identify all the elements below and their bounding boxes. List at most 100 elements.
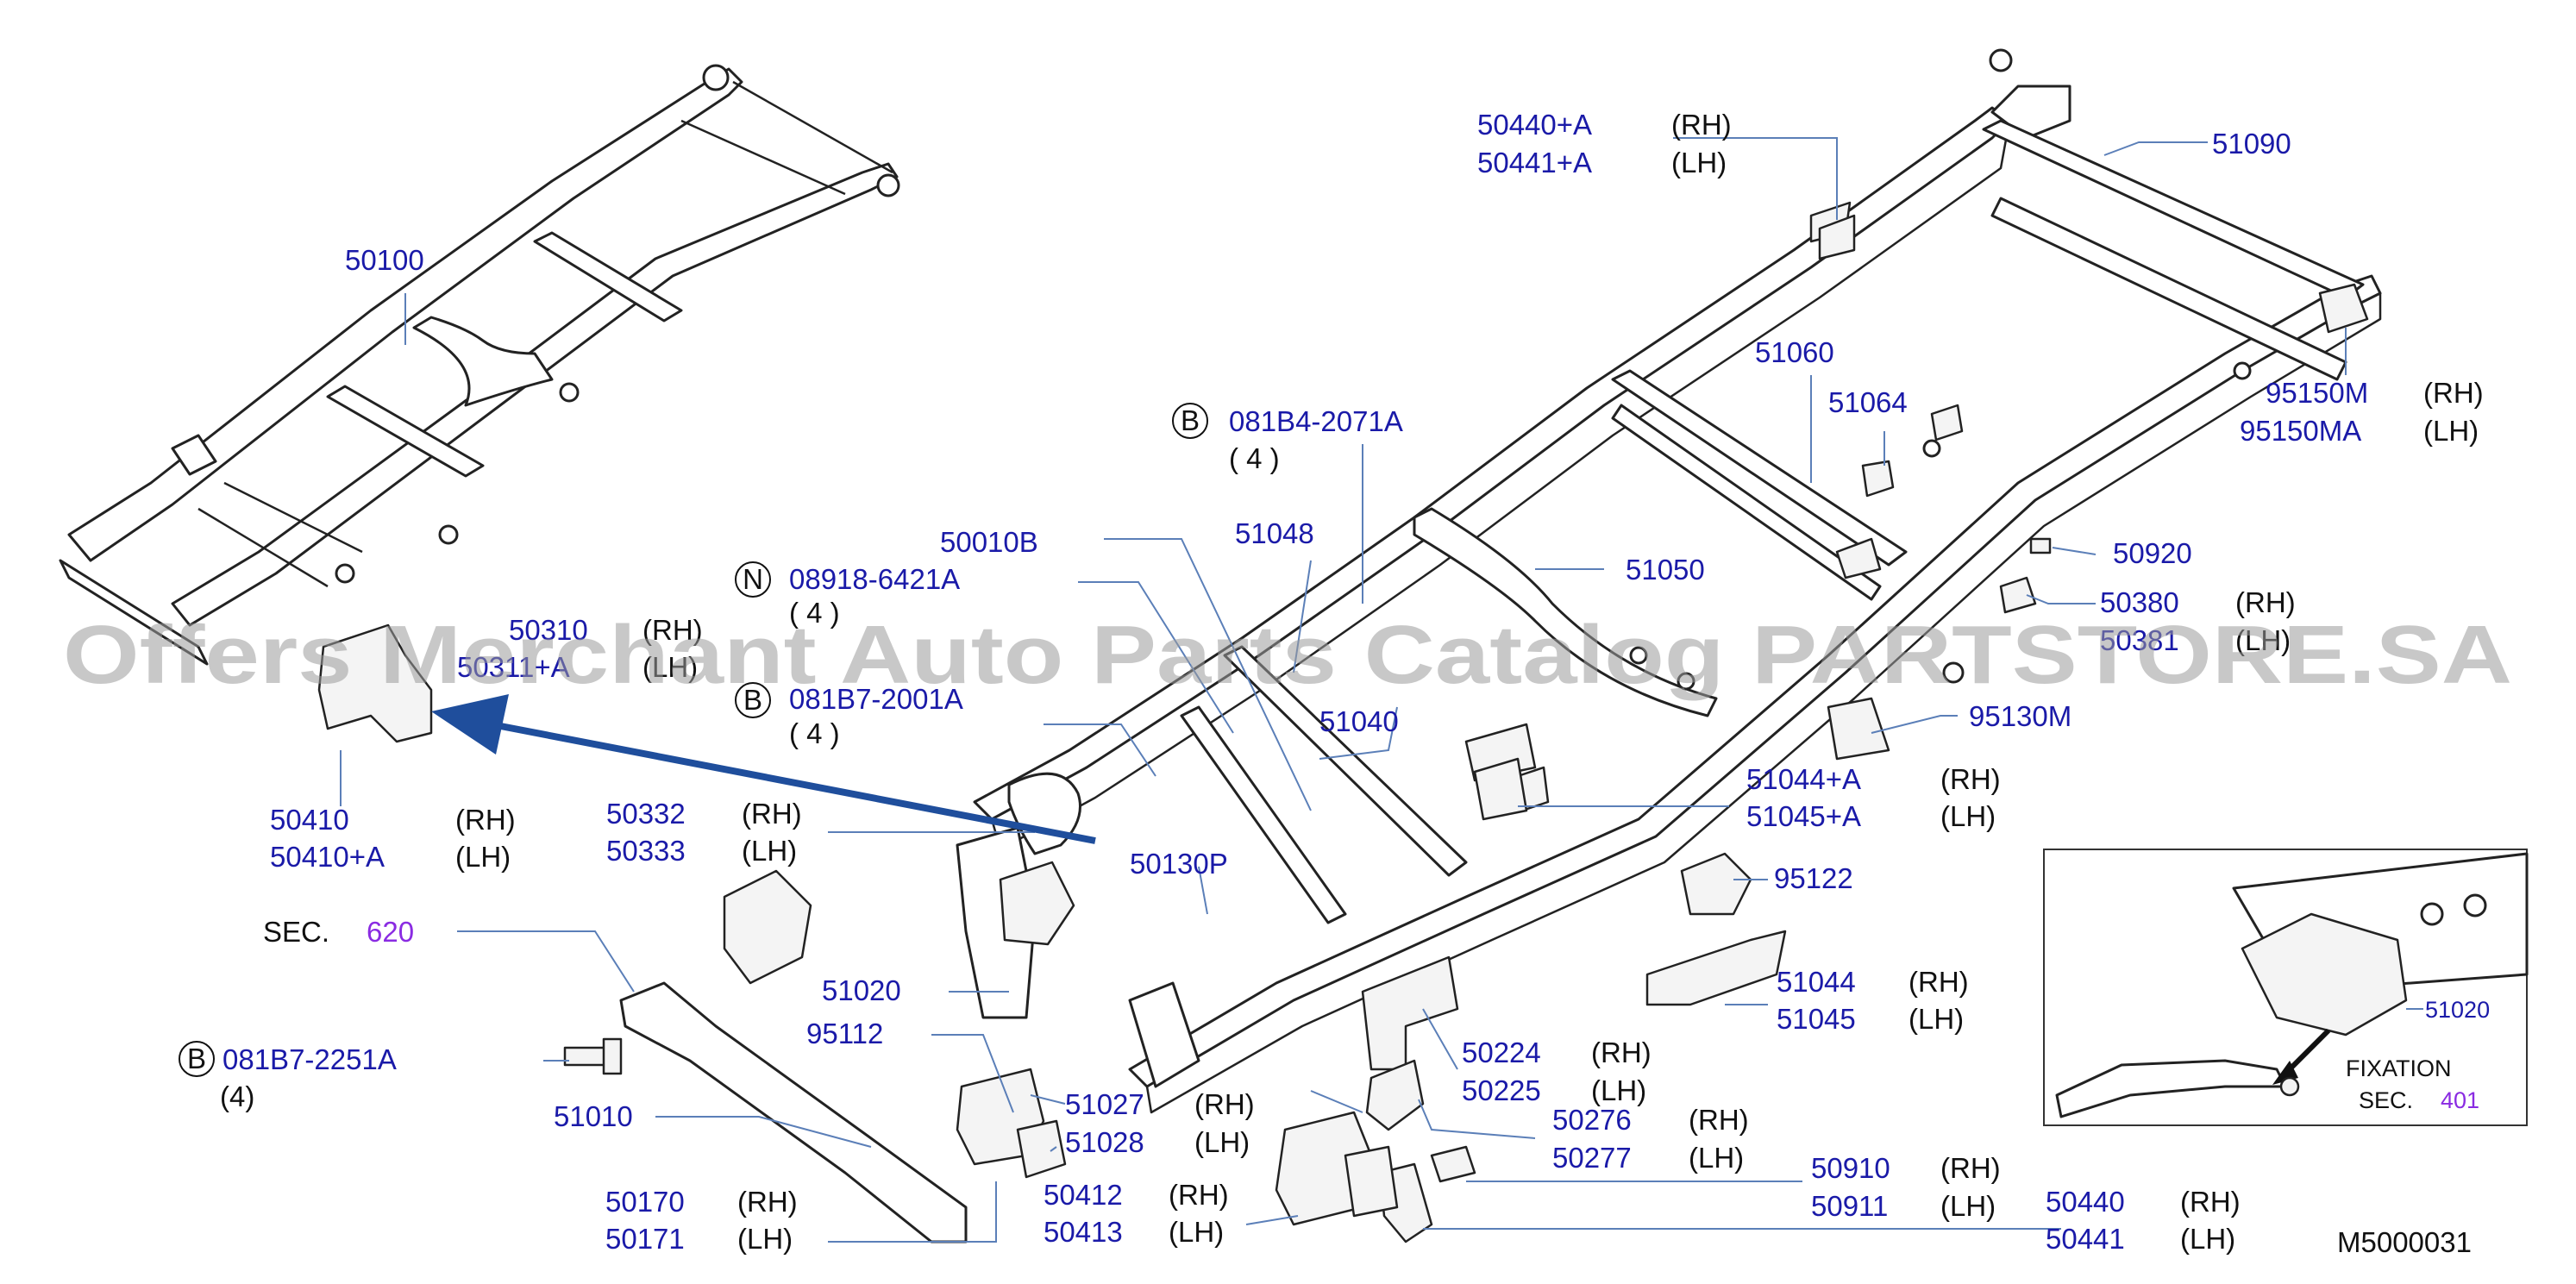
qty-081b7-2001a: ( 4 ): [789, 717, 840, 749]
qty-08918-6421a: ( 4 ): [789, 597, 840, 629]
circle-n-marker: N: [743, 563, 763, 595]
side-50332: (RH): [742, 798, 802, 830]
side-50412: (RH): [1169, 1179, 1229, 1211]
side-51045a: (LH): [1940, 800, 1996, 832]
overview-frame-drawing: [59, 64, 900, 666]
label-50380[interactable]: 50380: [2100, 586, 2179, 618]
side-50225: (LH): [1591, 1074, 1646, 1106]
label-50277[interactable]: 50277: [1552, 1142, 1632, 1174]
label-95130m[interactable]: 95130M: [1969, 700, 2071, 732]
side-50441a: (LH): [1671, 147, 1727, 179]
circle-b-marker: B: [1181, 404, 1200, 436]
side-51045: (LH): [1908, 1003, 1964, 1035]
small-parts: [317, 214, 2369, 1243]
inset-fixation-label: FIXATION: [2346, 1055, 2452, 1081]
label-50381[interactable]: 50381: [2100, 624, 2179, 656]
sec-620-prefix: SEC.: [263, 916, 329, 948]
label-50276[interactable]: 50276: [1552, 1104, 1632, 1136]
label-50413[interactable]: 50413: [1044, 1216, 1123, 1248]
circled-markers: B N B B: [179, 403, 1208, 1077]
label-51010[interactable]: 51010: [554, 1100, 633, 1132]
side-50224: (RH): [1591, 1037, 1652, 1068]
label-081b7-2001a[interactable]: 081B7-2001A: [789, 683, 963, 715]
label-95150m[interactable]: 95150M: [2266, 377, 2368, 409]
label-50225[interactable]: 50225: [1462, 1074, 1541, 1106]
side-50413: (LH): [1169, 1216, 1224, 1248]
qty-081b4-2071a: ( 4 ): [1229, 442, 1280, 474]
label-50130p[interactable]: 50130P: [1130, 848, 1228, 880]
inset-sec-prefix: SEC.: [2359, 1087, 2413, 1113]
label-51044a[interactable]: 51044+A: [1746, 763, 1861, 795]
label-51044[interactable]: 51044: [1777, 966, 1856, 998]
watermark-text: Offers Merchant Auto Parts Catalog PARTS…: [63, 609, 2512, 701]
side-51044: (RH): [1908, 966, 1969, 998]
label-51040[interactable]: 51040: [1319, 705, 1399, 737]
label-50171[interactable]: 50171: [605, 1223, 685, 1255]
label-50332[interactable]: 50332: [606, 798, 686, 830]
side-51044a: (RH): [1940, 763, 2001, 795]
label-50920[interactable]: 50920: [2113, 537, 2192, 569]
label-50441[interactable]: 50441: [2046, 1223, 2125, 1255]
side-50440: (RH): [2180, 1186, 2241, 1218]
label-50440a[interactable]: 50440+A: [1477, 109, 1592, 141]
label-50910[interactable]: 50910: [1811, 1152, 1890, 1184]
side-50911: (LH): [1940, 1190, 1996, 1222]
side-50276: (RH): [1689, 1104, 1749, 1136]
fixation-inset: [2043, 849, 2529, 1126]
circle-b-marker: B: [743, 684, 762, 716]
label-50410a[interactable]: 50410+A: [270, 841, 385, 873]
label-50440[interactable]: 50440: [2046, 1186, 2125, 1218]
side-50311a: (LH): [642, 651, 698, 683]
side-95150ma: (LH): [2423, 415, 2479, 447]
label-95112[interactable]: 95112: [806, 1018, 883, 1049]
label-50100[interactable]: 50100: [345, 244, 424, 276]
side-50381: (LH): [2235, 624, 2291, 656]
drawing-number: M5000031: [2337, 1226, 2472, 1258]
label-50333[interactable]: 50333: [606, 835, 686, 867]
label-081b4-2071a[interactable]: 081B4-2071A: [1229, 405, 1403, 437]
label-51020[interactable]: 51020: [822, 974, 901, 1006]
side-50441: (LH): [2180, 1223, 2235, 1255]
label-51045[interactable]: 51045: [1777, 1003, 1856, 1035]
side-50170: (RH): [737, 1186, 798, 1218]
label-50311a[interactable]: 50311+A: [457, 651, 570, 683]
label-95122[interactable]: 95122: [1774, 862, 1853, 894]
sec-620-link[interactable]: 620: [367, 916, 414, 948]
side-50310: (RH): [642, 614, 703, 646]
circle-b-marker: B: [187, 1043, 206, 1074]
label-50410[interactable]: 50410: [270, 804, 349, 836]
label-50170[interactable]: 50170: [605, 1186, 685, 1218]
label-51045a[interactable]: 51045+A: [1746, 800, 1861, 832]
label-51060[interactable]: 51060: [1755, 336, 1834, 368]
label-081b7-2251a[interactable]: 081B7-2251A: [223, 1043, 397, 1075]
leader-lines: [340, 137, 2423, 1243]
qty-081b7-2251a: (4): [220, 1080, 254, 1112]
inset-sec-401-link[interactable]: 401: [2441, 1087, 2479, 1113]
side-50171: (LH): [737, 1223, 793, 1255]
label-50310[interactable]: 50310: [509, 614, 588, 646]
label-08918-6421a[interactable]: 08918-6421A: [789, 563, 960, 595]
side-50410a: (LH): [455, 841, 511, 873]
label-95150ma[interactable]: 95150MA: [2240, 415, 2361, 447]
pointer-arrow: [431, 694, 1096, 844]
side-50440a: (RH): [1671, 109, 1732, 141]
side-50277: (LH): [1689, 1142, 1744, 1174]
label-50224[interactable]: 50224: [1462, 1037, 1541, 1068]
side-50410: (RH): [455, 804, 516, 836]
label-50412[interactable]: 50412: [1044, 1179, 1123, 1211]
side-95150m: (RH): [2423, 377, 2484, 409]
label-51027[interactable]: 51027: [1065, 1088, 1144, 1120]
label-51028[interactable]: 51028: [1065, 1126, 1144, 1158]
label-51064[interactable]: 51064: [1828, 386, 1908, 418]
part-labels: 50100 50440+A (RH) 50441+A (LH) 51090 95…: [220, 109, 2490, 1258]
label-50911[interactable]: 50911: [1811, 1190, 1888, 1222]
label-50441a[interactable]: 50441+A: [1477, 147, 1592, 179]
inset-label-51020[interactable]: 51020: [2425, 997, 2490, 1023]
label-50010b[interactable]: 50010B: [940, 526, 1038, 558]
label-51048[interactable]: 51048: [1235, 517, 1314, 549]
label-51050[interactable]: 51050: [1626, 554, 1705, 586]
side-51028: (LH): [1194, 1126, 1250, 1158]
label-51090[interactable]: 51090: [2212, 128, 2291, 160]
